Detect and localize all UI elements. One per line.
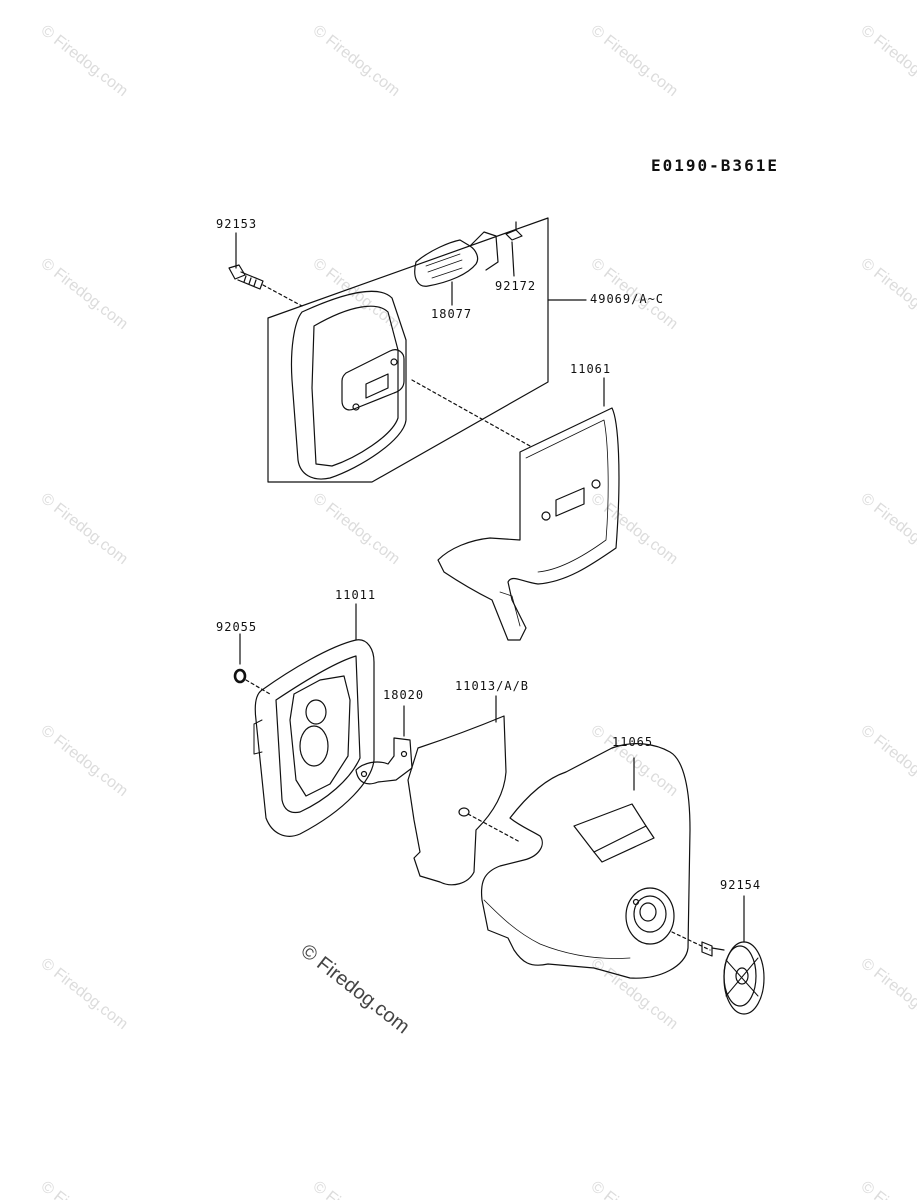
part-label-11013: 11013/A/B	[455, 679, 530, 693]
cover-11065	[480, 743, 711, 979]
part-label-92154: 92154	[720, 878, 762, 892]
filter-base-11011	[253, 603, 375, 837]
part-label-18077: 18077	[431, 307, 473, 321]
part-label-92172: 92172	[495, 279, 537, 293]
plate-11061	[437, 377, 620, 641]
muffler-assembly-frame	[267, 217, 587, 483]
part-label-49069: 49069/A~C	[590, 292, 665, 306]
bracket-18020	[355, 705, 413, 785]
bolt-92153	[228, 232, 303, 307]
part-label-11061: 11061	[570, 362, 612, 376]
filter-element-11013	[407, 695, 521, 886]
o-ring-92055	[233, 633, 271, 695]
part-label-11065: 11065	[612, 735, 654, 749]
knob-92154	[701, 895, 765, 1015]
part-label-11011: 11011	[335, 588, 377, 602]
part-label-18020: 18020	[383, 688, 425, 702]
part-label-92153: 92153	[216, 217, 258, 231]
part-label-92055: 92055	[216, 620, 258, 634]
heat-guard-18077	[414, 231, 499, 306]
diagram-code: E0190-B361E	[651, 156, 779, 175]
screw-92172	[505, 221, 523, 277]
muffler-body	[290, 290, 531, 480]
